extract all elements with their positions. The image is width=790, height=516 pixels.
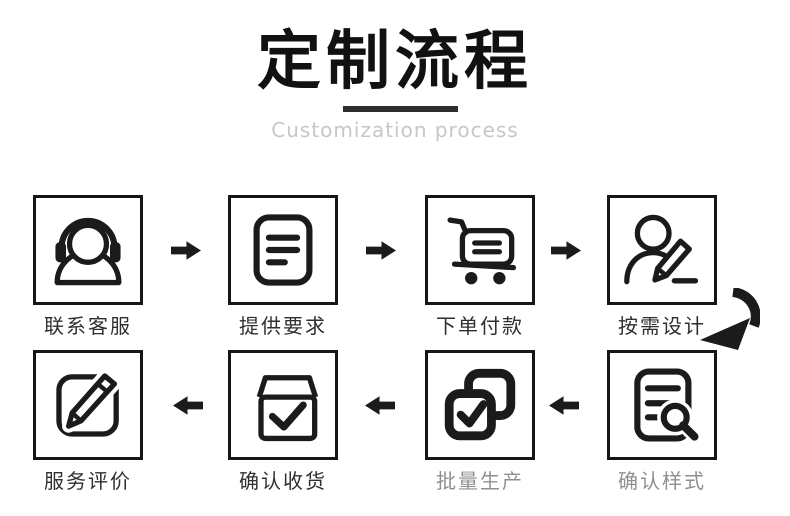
arrow-left-icon bbox=[549, 396, 579, 415]
step-design-on-demand: 按需设计 bbox=[607, 195, 717, 339]
step-box bbox=[425, 350, 535, 460]
step-contact-service: 联系客服 bbox=[33, 195, 143, 339]
arrow-right-icon bbox=[551, 241, 581, 260]
title-underline bbox=[343, 106, 458, 112]
step-label: 批量生产 bbox=[436, 469, 524, 493]
package-check-icon bbox=[256, 375, 319, 442]
page-subtitle: Customization process bbox=[271, 118, 519, 142]
step-label: 下单付款 bbox=[436, 314, 524, 338]
step-label: 提供要求 bbox=[239, 314, 327, 338]
step-label: 按需设计 bbox=[618, 314, 706, 338]
document-lines-icon bbox=[253, 214, 313, 286]
step-batch-production: 批量生产 bbox=[425, 350, 535, 494]
designer-pencil-icon bbox=[624, 214, 699, 285]
arrow-right-icon bbox=[171, 241, 201, 260]
step-label: 确认收货 bbox=[239, 469, 327, 493]
step-confirm-style: 确认样式 bbox=[607, 350, 717, 494]
review-pencil-icon bbox=[56, 369, 121, 437]
step-order-payment: 下单付款 bbox=[425, 195, 535, 339]
headset-agent-icon bbox=[54, 217, 122, 286]
step-box bbox=[607, 195, 717, 305]
step-box bbox=[425, 195, 535, 305]
step-box bbox=[228, 195, 338, 305]
document-search-icon bbox=[634, 368, 700, 442]
step-label: 确认样式 bbox=[618, 469, 706, 493]
step-service-review: 服务评价 bbox=[33, 350, 143, 494]
step-label: 服务评价 bbox=[44, 469, 132, 493]
step-box bbox=[33, 350, 143, 460]
step-box bbox=[228, 350, 338, 460]
page-title: 定制流程 bbox=[257, 25, 533, 99]
arrow-right-icon bbox=[366, 241, 396, 260]
step-confirm-receipt: 确认收货 bbox=[228, 350, 338, 494]
step-provide-requirements: 提供要求 bbox=[228, 195, 338, 339]
batch-check-icon bbox=[444, 368, 516, 441]
step-label: 联系客服 bbox=[44, 314, 132, 338]
shopping-cart-icon bbox=[447, 217, 517, 285]
arrow-left-icon bbox=[173, 396, 203, 415]
curved-arrow-down-left-icon bbox=[694, 288, 760, 352]
arrow-left-icon bbox=[365, 396, 395, 415]
step-box bbox=[607, 350, 717, 460]
step-box bbox=[33, 195, 143, 305]
